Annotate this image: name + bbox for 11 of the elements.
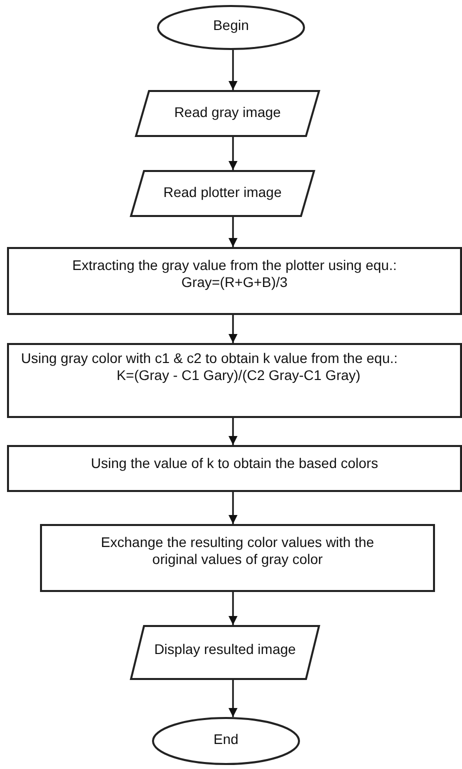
step-text: Using the value of k to obtain the based colors [90,455,378,472]
step-text: Begin [213,17,249,34]
step-text: Extracting the gray value from the plotter using equ.: [72,257,397,274]
formula-text: Gray=(R+G+B)/3 [181,274,288,291]
formula-text: K=(Gray - C1 Gary)/(C2 Gray-C1 Gray) [116,366,360,384]
step-text: Read plotter image [163,184,282,201]
step-text: Using gray color with c1 & c2 to obtain k value from the equ.: [21,350,398,367]
step-text: Display resulted image [154,641,296,658]
step-text: End [214,731,238,748]
step-text: Read gray image [174,104,281,121]
step-text: Exchange the resulting color values with the original values of gray color [100,534,375,568]
